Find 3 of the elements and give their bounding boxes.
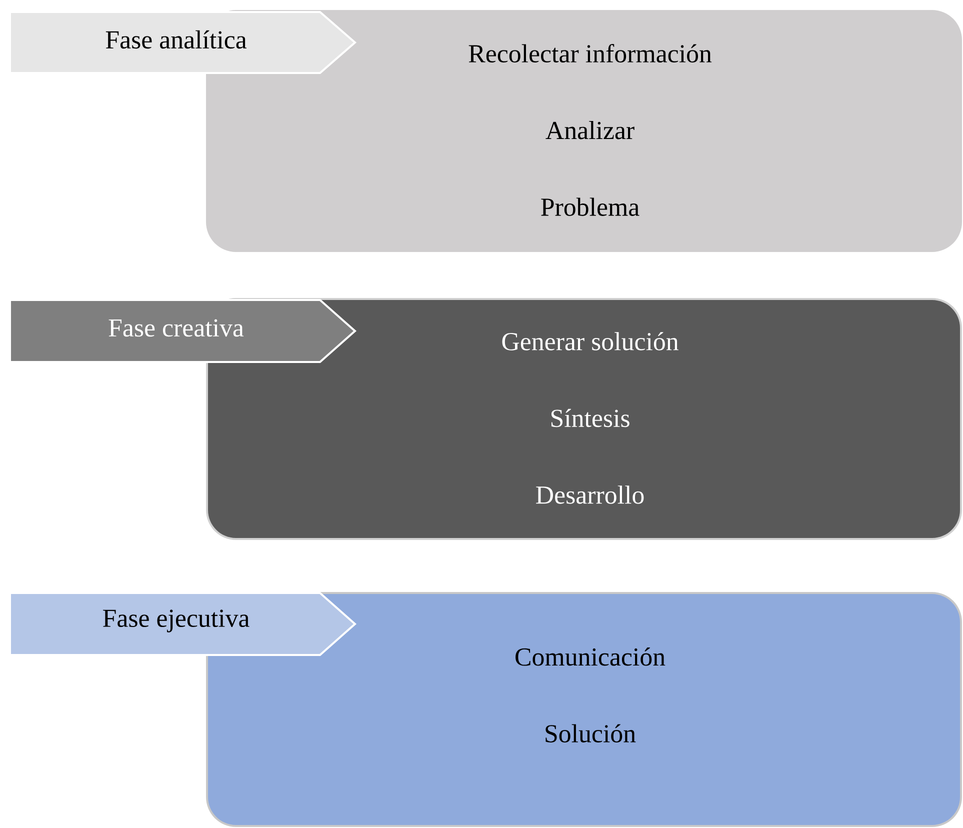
chevron-label: Fase analítica	[9, 11, 357, 74]
chevron-label: Fase creativa	[9, 298, 357, 363]
chevron-label: Fase ejecutiva	[9, 592, 357, 656]
